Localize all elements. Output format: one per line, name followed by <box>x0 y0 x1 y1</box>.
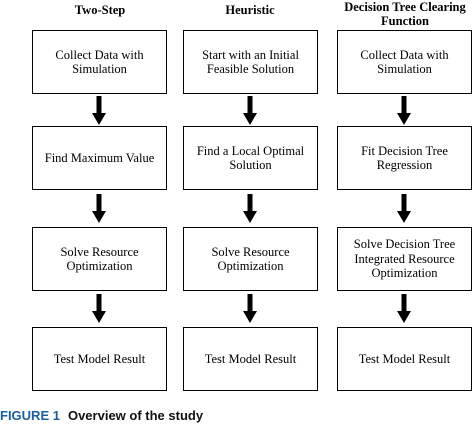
heuristic-step-1: Start with an Initial Feasible Solution <box>183 30 318 94</box>
figure-caption-text: Overview of the study <box>67 408 204 423</box>
down-arrow-icon <box>397 294 411 323</box>
down-arrow-icon <box>397 96 411 125</box>
two-step-step-1: Collect Data with Simulation <box>32 30 167 94</box>
down-arrow-icon <box>243 194 257 223</box>
decision-tree-step-2: Fit Decision Tree Regression <box>337 126 472 190</box>
column-title-decision-tree: Decision Tree Clearing Function <box>344 0 466 28</box>
heuristic-step-3: Solve Resource Optimization <box>183 227 318 291</box>
down-arrow-icon <box>92 294 106 323</box>
figure-caption: FIGURE 1 Overview of the study <box>0 408 203 423</box>
two-step-step-3: Solve Resource Optimization <box>32 227 167 291</box>
down-arrow-icon <box>92 96 106 125</box>
decision-tree-step-3: Solve Decision Tree Integrated Resource … <box>337 227 472 291</box>
decision-tree-step-1: Collect Data with Simulation <box>337 30 472 94</box>
heuristic-step-4: Test Model Result <box>183 327 318 391</box>
column-title-heuristic: Heuristic <box>225 3 275 17</box>
two-step-step-2: Find Maximum Value <box>32 126 167 190</box>
column-title-two-step: Two-Step <box>74 3 126 17</box>
heuristic-step-2: Find a Local Optimal Solution <box>183 126 318 190</box>
figure-caption-label: FIGURE 1 <box>0 408 60 423</box>
down-arrow-icon <box>92 194 106 223</box>
down-arrow-icon <box>397 194 411 223</box>
decision-tree-step-4: Test Model Result <box>337 327 472 391</box>
down-arrow-icon <box>243 294 257 323</box>
down-arrow-icon <box>243 96 257 125</box>
two-step-step-4: Test Model Result <box>32 327 167 391</box>
